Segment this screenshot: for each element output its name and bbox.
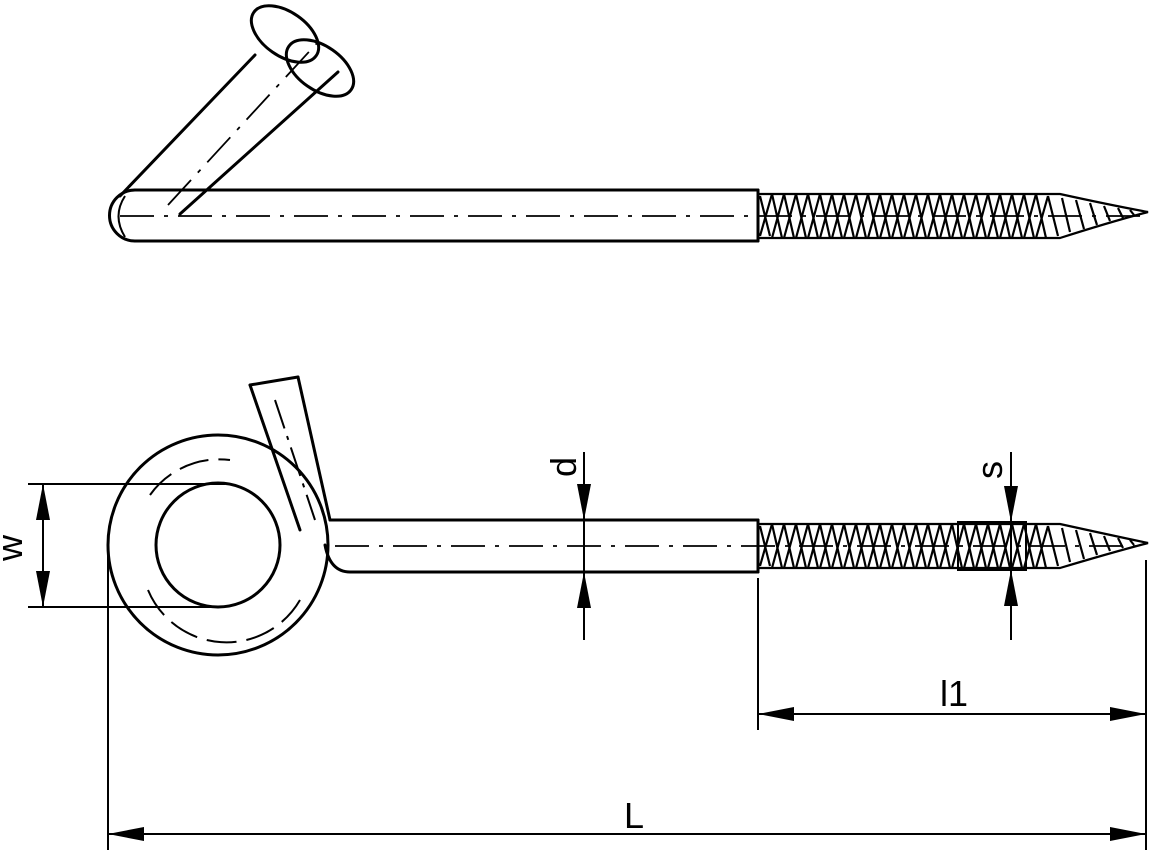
- front-view-thread: [758, 521, 1149, 571]
- dimension-l1: l1: [757, 560, 1147, 850]
- dimension-s: s: [969, 452, 1018, 640]
- dimension-d: d: [543, 452, 591, 640]
- label-d: d: [543, 457, 584, 477]
- dimension-w: w: [0, 483, 225, 608]
- front-view: [106, 375, 1149, 657]
- label-l1: l1: [940, 673, 968, 714]
- side-view: [108, 4, 1149, 243]
- label-w: w: [0, 534, 30, 562]
- dimension-L: L: [107, 550, 1146, 850]
- side-view-thread: [758, 192, 1149, 240]
- label-L: L: [624, 795, 644, 836]
- label-s: s: [969, 461, 1010, 479]
